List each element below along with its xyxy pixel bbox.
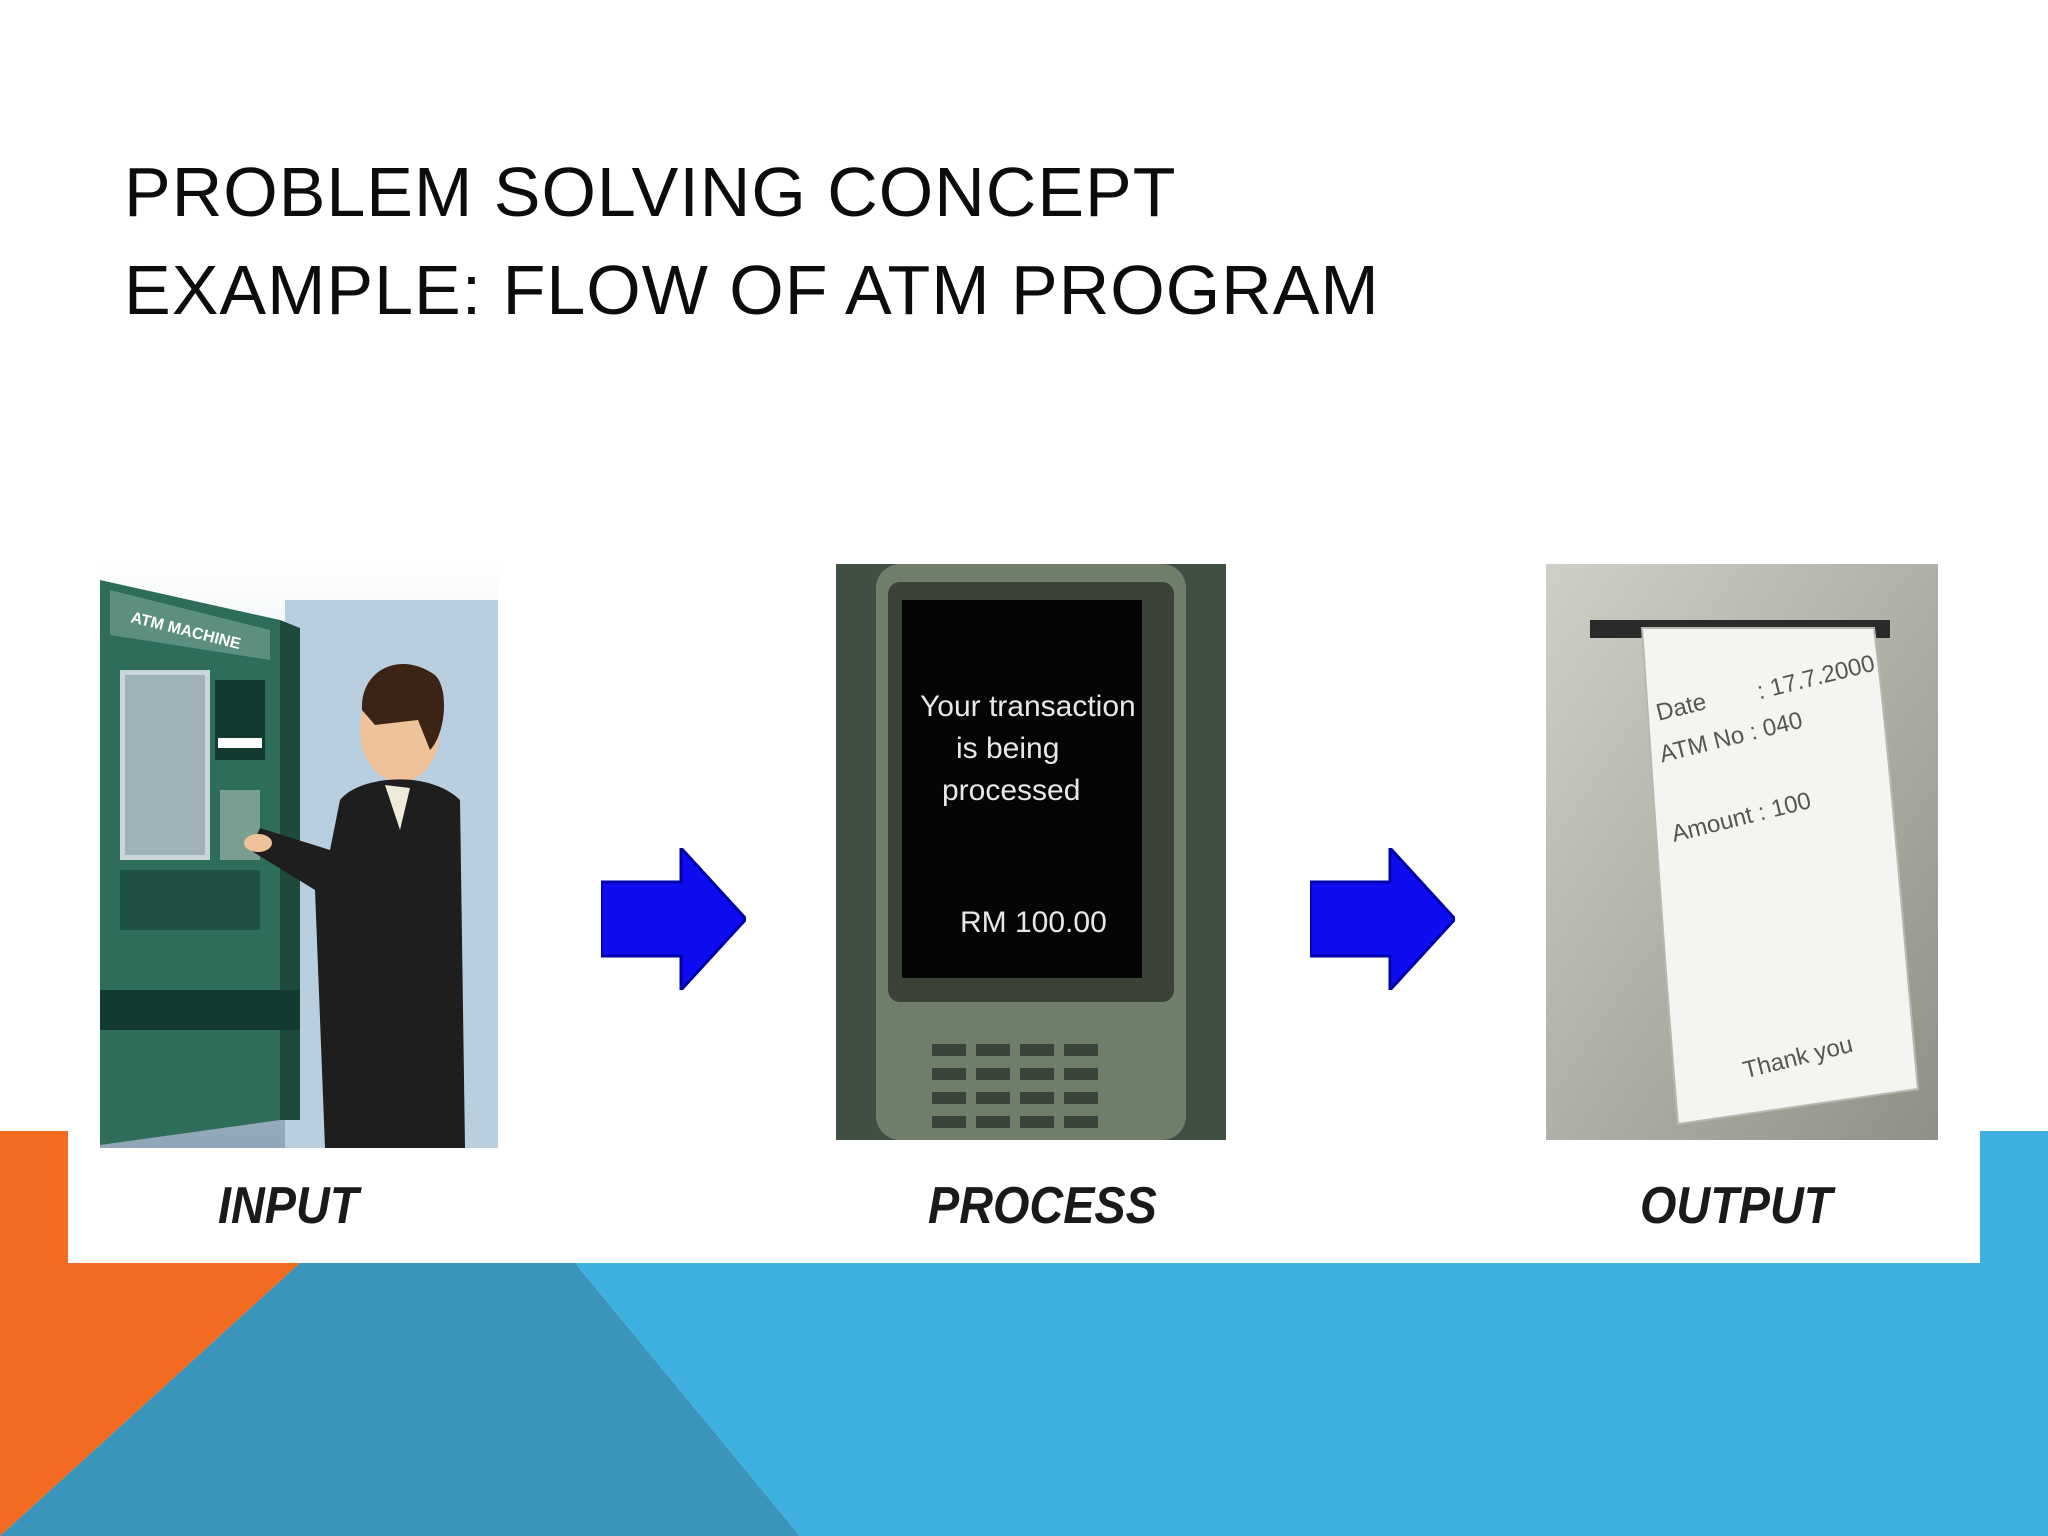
atm-flow-diagram: ATM MACHINE — [68, 528, 1980, 1262]
slide-title-line-2: EXAMPLE: FLOW OF ATM PROGRAM — [124, 251, 1380, 329]
output-image: Date : 17.7.2000 ATM No : 040 Amount : 1… — [1546, 564, 1938, 1140]
orange-triangle — [0, 1131, 300, 1536]
screen-line-1: Your transaction — [920, 690, 1136, 723]
screen-amount: RM 100.00 — [960, 906, 1107, 939]
screen-line-3: processed — [942, 774, 1081, 807]
person-at-atm-illustration: ATM MACHINE — [100, 560, 498, 1148]
atm-screen-illustration — [836, 564, 1226, 1140]
right-arrow-icon — [1310, 848, 1455, 990]
slide-title-line-1: PROBLEM SOLVING CONCEPT — [124, 153, 1177, 231]
mid-blue-shape — [0, 1263, 800, 1536]
right-arrow-icon — [601, 848, 746, 990]
stage-label-output: OUTPUT — [1640, 1177, 1833, 1235]
process-image: Your transaction is being processed RM 1… — [836, 564, 1226, 1140]
screen-line-2: is being — [956, 732, 1060, 765]
light-blue-shape — [575, 1131, 2048, 1536]
input-image: ATM MACHINE — [100, 560, 498, 1148]
receipt-illustration — [1546, 564, 1938, 1140]
stage-label-input: INPUT — [218, 1177, 359, 1235]
stage-label-process: PROCESS — [928, 1177, 1157, 1235]
